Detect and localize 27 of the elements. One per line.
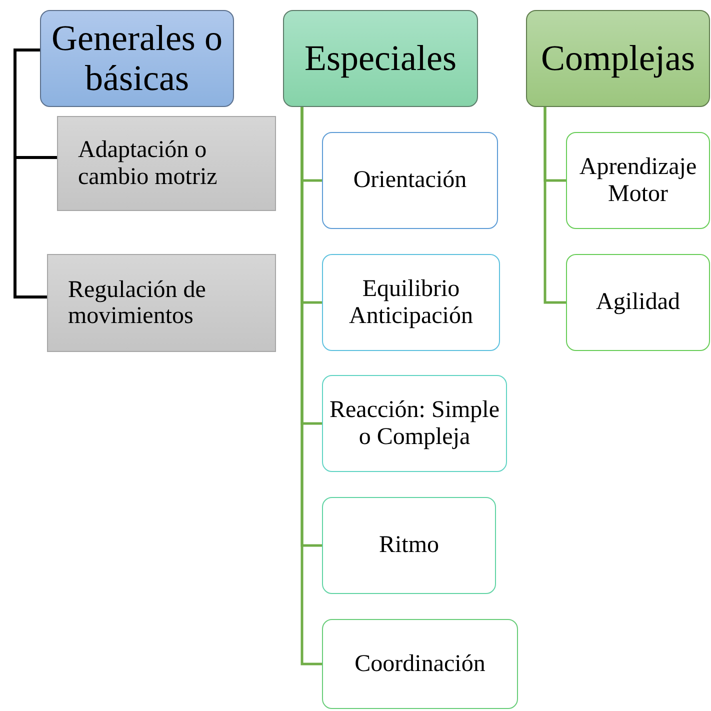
category-title: Generales o básicas xyxy=(50,18,224,98)
skill-box xyxy=(566,132,710,229)
skill-label: Aprendizaje Motor xyxy=(578,154,698,207)
skill-label: Coordinación xyxy=(354,650,486,678)
skill-box xyxy=(566,254,710,351)
skill-label: Adaptación o cambio motriz xyxy=(78,137,218,190)
category-box xyxy=(526,10,710,107)
skill-label: Ritmo xyxy=(378,532,439,559)
skill-box xyxy=(322,375,507,472)
category-box xyxy=(40,10,234,107)
connector-line xyxy=(544,107,566,304)
connector-line xyxy=(14,48,47,298)
skill-box xyxy=(322,619,518,709)
category-title: Complejas xyxy=(541,38,695,78)
subcategory-box xyxy=(57,116,276,211)
connector-line xyxy=(300,107,322,666)
skill-label: Orientación xyxy=(353,167,467,194)
skill-label: Agilidad xyxy=(596,289,680,316)
skill-box xyxy=(322,254,500,351)
skill-label: Reacción: Simple o Compleja xyxy=(328,397,500,450)
skill-label: Equilibrio Anticipación xyxy=(348,276,474,329)
subcategory-box xyxy=(47,254,276,352)
skill-box xyxy=(322,497,496,594)
skill-label: Regulación de movimientos xyxy=(68,276,207,330)
category-box xyxy=(283,10,478,107)
category-title: Especiales xyxy=(304,38,456,78)
skill-box xyxy=(322,132,498,229)
